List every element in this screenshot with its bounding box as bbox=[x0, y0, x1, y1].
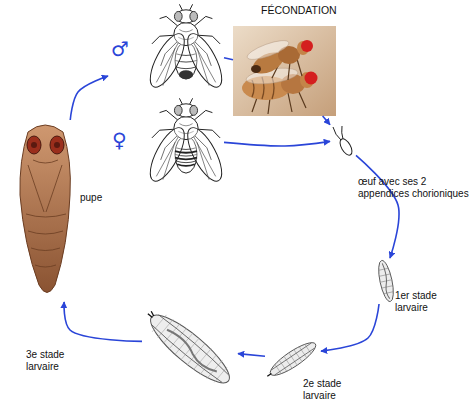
third-instar-larva bbox=[164, 328, 218, 375]
stage-node: œuf avec ses 2 appendices chorioniques bbox=[330, 124, 356, 156]
male-fly-drawing bbox=[144, 4, 229, 91]
mating-photo bbox=[305, 72, 318, 85]
cycle-arrow bbox=[323, 116, 330, 125]
stage-label: FÉCONDATION bbox=[261, 4, 361, 16]
female-fly-drawing bbox=[144, 98, 229, 185]
second-instar-larva bbox=[267, 374, 271, 377]
stage-node: 1er stade larvaire bbox=[373, 258, 400, 304]
female-fly-drawing bbox=[144, 98, 229, 185]
stage-node: pupe bbox=[16, 120, 74, 302]
pupa-drawing bbox=[20, 125, 70, 293]
mating-photo bbox=[301, 40, 313, 52]
pupa-drawing bbox=[27, 136, 41, 154]
mating-photo bbox=[251, 65, 261, 73]
stage-label: pupe bbox=[80, 192, 120, 204]
cycle-arrow bbox=[64, 302, 142, 341]
cycle-arrow bbox=[321, 304, 379, 351]
mating-photo bbox=[245, 37, 290, 63]
stage-node: 3e stade larvaire bbox=[142, 305, 238, 393]
cycle-arrow bbox=[70, 76, 108, 120]
pupa-drawing bbox=[54, 142, 60, 148]
cycle-arrow bbox=[224, 141, 330, 146]
sex-symbol: ♀ bbox=[112, 130, 134, 150]
pupa-drawing bbox=[31, 142, 37, 148]
third-instar-larva bbox=[143, 306, 238, 392]
first-instar-larva bbox=[380, 263, 391, 299]
first-instar-larva bbox=[376, 259, 396, 303]
sex-symbol: ♂ bbox=[111, 39, 133, 59]
third-instar-larva bbox=[150, 314, 230, 384]
egg-drawing bbox=[333, 126, 354, 157]
egg-drawing bbox=[338, 137, 355, 157]
male-fly-drawing bbox=[144, 4, 229, 91]
third-instar-larva bbox=[150, 313, 229, 386]
egg-drawing bbox=[333, 126, 343, 140]
stage-node: 2e stade larvaire bbox=[265, 340, 321, 378]
pupa-drawing bbox=[50, 136, 64, 154]
stage-label: œuf avec ses 2 appendices chorioniques bbox=[358, 176, 470, 199]
pupa-drawing bbox=[26, 214, 66, 267]
stage-node: ♂ bbox=[108, 3, 224, 87]
third-instar-larva bbox=[148, 311, 155, 318]
third-instar-larva bbox=[139, 303, 237, 392]
stage-label: 3e stade larvaire bbox=[26, 349, 86, 372]
second-instar-larva bbox=[271, 343, 314, 375]
stage-label: 1er stade larvaire bbox=[395, 290, 450, 313]
second-instar-larva bbox=[263, 338, 319, 383]
cycle-arrow bbox=[238, 354, 265, 357]
female-fly-drawing bbox=[175, 151, 197, 166]
stage-node: ♀ bbox=[108, 96, 224, 182]
second-instar-larva bbox=[266, 338, 319, 381]
first-instar-larva bbox=[376, 259, 396, 303]
pupa-drawing bbox=[20, 125, 70, 293]
pupa-drawing bbox=[28, 160, 62, 212]
male-fly-drawing bbox=[179, 70, 193, 79]
second-instar-larva bbox=[274, 343, 312, 375]
stage-label: 2e stade larvaire bbox=[303, 378, 358, 401]
cycle-arrow bbox=[224, 58, 233, 60]
stage-node: FÉCONDATION bbox=[233, 26, 336, 116]
cycle-arrow bbox=[356, 155, 399, 258]
mating-photo bbox=[233, 26, 336, 116]
mating-photo bbox=[233, 26, 336, 116]
